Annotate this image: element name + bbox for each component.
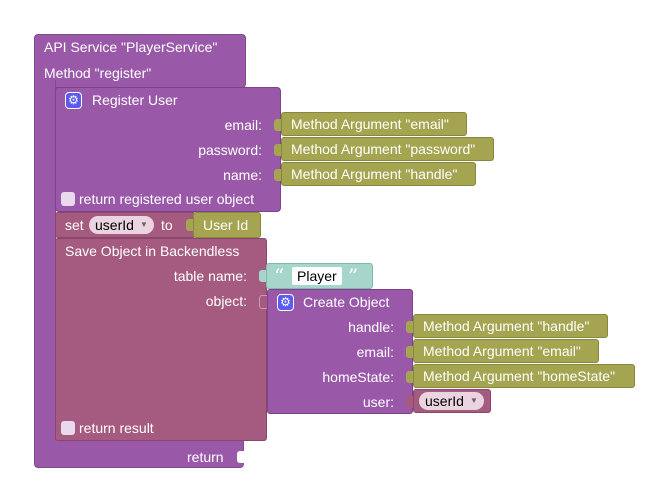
return-result-checkbox[interactable] — [61, 421, 75, 435]
create-handle-connector — [406, 321, 413, 333]
create-handle-value-block[interactable] — [413, 314, 608, 338]
register-email-value-block[interactable] — [281, 112, 467, 136]
create-homestate-connector — [406, 371, 413, 383]
create-homestate-value: Method Argument "homeState" — [423, 368, 616, 384]
user-id-block[interactable] — [193, 212, 261, 238]
return-input-socket[interactable] — [237, 451, 244, 463]
register-email-connector — [274, 119, 281, 131]
register-password-value-block[interactable] — [281, 137, 494, 161]
return-registered-user-checkbox[interactable] — [61, 192, 75, 206]
create-homestate-value-block[interactable] — [413, 364, 635, 388]
set-variable-name: userId — [95, 217, 134, 233]
api-service-block[interactable] — [34, 34, 246, 88]
user-id-label: User Id — [203, 217, 249, 233]
table-name-input[interactable]: Player — [292, 267, 342, 285]
set-variable-dropdown[interactable]: userId ▼ — [89, 216, 154, 234]
set-value-connector — [186, 219, 193, 231]
chevron-down-icon: ▼ — [140, 220, 148, 229]
gear-icon[interactable]: ⚙ — [65, 92, 82, 109]
save-object-title: Save Object in Backendless — [65, 243, 240, 259]
gear-icon[interactable]: ⚙ — [277, 294, 294, 311]
to-label: to — [161, 217, 173, 233]
open-quote-icon: “ — [274, 264, 285, 288]
register-name-label: name: — [223, 167, 262, 183]
register-password-value: Method Argument "password" — [291, 141, 476, 157]
return-registered-user-label: return registered user object — [79, 191, 255, 207]
save-object-spine — [55, 287, 267, 441]
table-name-connector — [259, 270, 266, 282]
register-email-value: Method Argument "email" — [291, 116, 449, 132]
chevron-down-icon: ▼ — [470, 396, 478, 405]
register-user-title: Register User — [92, 92, 178, 108]
create-handle-value: Method Argument "handle" — [423, 318, 590, 334]
api-service-footer[interactable] — [34, 440, 244, 468]
create-email-label: email: — [356, 344, 394, 360]
create-homestate-label: homeState: — [322, 369, 394, 385]
register-password-connector — [274, 144, 281, 156]
create-user-label: user: — [362, 394, 394, 410]
create-email-connector — [406, 346, 413, 358]
return-result-label: return result — [79, 420, 154, 436]
create-handle-label: handle: — [348, 319, 394, 335]
user-variable-dropdown[interactable]: userId ▼ — [419, 392, 484, 410]
method-label: Method "register" — [44, 65, 152, 81]
register-email-label: email: — [224, 117, 262, 133]
user-variable-name: userId — [425, 393, 464, 409]
register-name-value-block[interactable] — [281, 162, 476, 186]
create-object-title: Create Object — [303, 294, 390, 310]
register-name-value: Method Argument "handle" — [291, 166, 458, 182]
table-name-label: table name: — [173, 268, 247, 284]
object-label: object: — [205, 293, 247, 309]
create-email-value: Method Argument "email" — [423, 343, 581, 359]
api-service-label: API Service "PlayerService" — [44, 39, 218, 55]
set-label: set — [65, 217, 84, 233]
create-email-value-block[interactable] — [413, 339, 599, 363]
register-name-connector — [274, 169, 281, 181]
api-service-spine — [34, 80, 56, 446]
create-user-connector — [406, 396, 413, 408]
register-user-block[interactable] — [55, 87, 281, 212]
register-password-label: password: — [198, 142, 262, 158]
return-label: return — [187, 449, 224, 465]
close-quote-icon: ” — [348, 264, 359, 288]
